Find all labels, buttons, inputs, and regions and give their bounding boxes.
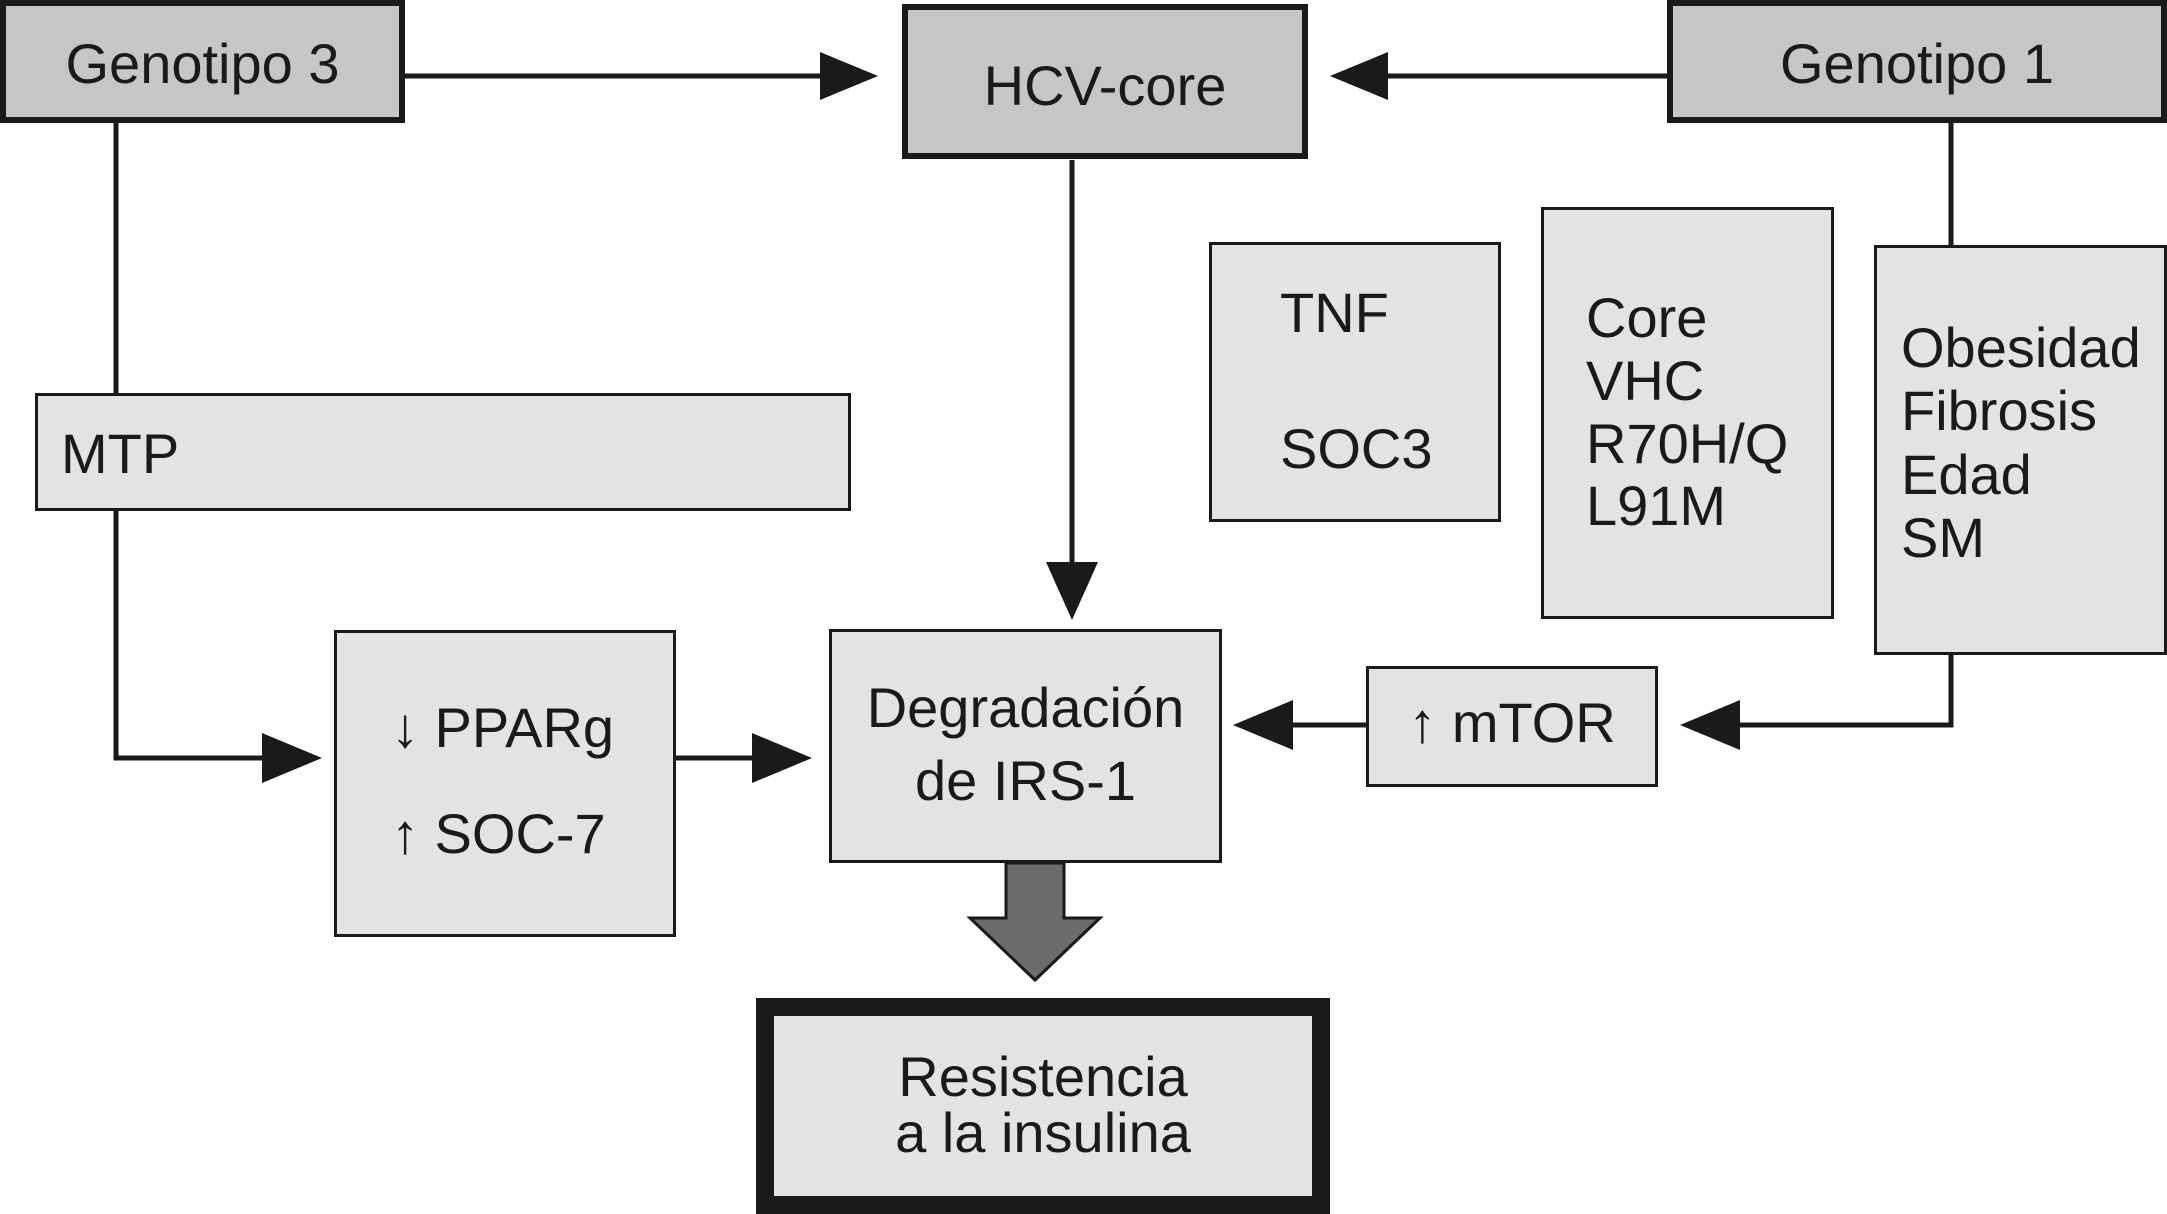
node-degradacion-irs1: Degradación de IRS-1 (829, 629, 1222, 863)
arrowhead-hcvcore-left (820, 52, 878, 100)
arrowhead-mtor-right (1680, 700, 1740, 750)
node-degradacion-line1: Degradación (866, 676, 1185, 739)
node-tnf-label: TNF (1280, 281, 1389, 344)
node-core-vhc: Core VHC R70H/Q L91M (1541, 207, 1834, 619)
node-genotipo-1: Genotipo 1 (1667, 0, 2167, 123)
node-factor-line4: SM (1901, 506, 1985, 569)
arrowhead-degradacion-right (1233, 700, 1293, 750)
node-ppar-soc7: ↓ PPARg ↑ SOC-7 (334, 630, 676, 937)
node-hcv-core-label: HCV-core (983, 54, 1227, 117)
arrowhead-degradacion-left (752, 733, 812, 783)
node-mtor: ↑ mTOR (1366, 666, 1658, 787)
node-resistencia-insulina: Resistencia a la insulina (756, 998, 1330, 1214)
node-factor-line2: Fibrosis (1901, 379, 2098, 442)
node-hcv-core: HCV-core (902, 4, 1308, 159)
edge-factors-mtor (1740, 655, 1954, 728)
node-factor-line1: Obesidad (1901, 316, 2141, 379)
node-genotipo-3: Genotipo 3 (0, 0, 405, 123)
edge-mtp-ppar (113, 510, 270, 761)
node-resistencia-line1: Resistencia (898, 1045, 1188, 1108)
node-soc7-label: ↑ SOC-7 (391, 802, 606, 865)
big-arrow-down (966, 861, 1104, 983)
node-soc3-label: SOC3 (1280, 417, 1433, 480)
node-genotipo-3-label: Genotipo 3 (65, 32, 340, 95)
arrowhead-hcvcore-right (1330, 52, 1388, 100)
node-mtor-label: ↑ mTOR (1408, 691, 1616, 754)
node-mtp-label: MTP (61, 422, 180, 485)
node-risk-factors: Obesidad Fibrosis Edad SM (1874, 245, 2167, 655)
node-core-line4: L91M (1586, 474, 1727, 537)
node-degradacion-line2: de IRS-1 (915, 749, 1136, 812)
node-genotipo-1-label: Genotipo 1 (1780, 32, 2054, 95)
node-factor-line3: Edad (1901, 443, 2032, 506)
node-core-line3: R70H/Q (1586, 412, 1789, 475)
arrowhead-ppar-left (262, 733, 322, 783)
node-ppar-label: ↓ PPARg (391, 696, 615, 759)
node-resistencia-line2: a la insulina (895, 1101, 1191, 1164)
node-mtp: MTP (35, 393, 851, 511)
node-core-line2: VHC (1586, 349, 1705, 412)
arrowhead-degradacion-top (1046, 562, 1098, 620)
node-core-line1: Core (1586, 286, 1708, 349)
node-tnf-soc3: TNF SOC3 (1209, 242, 1501, 522)
